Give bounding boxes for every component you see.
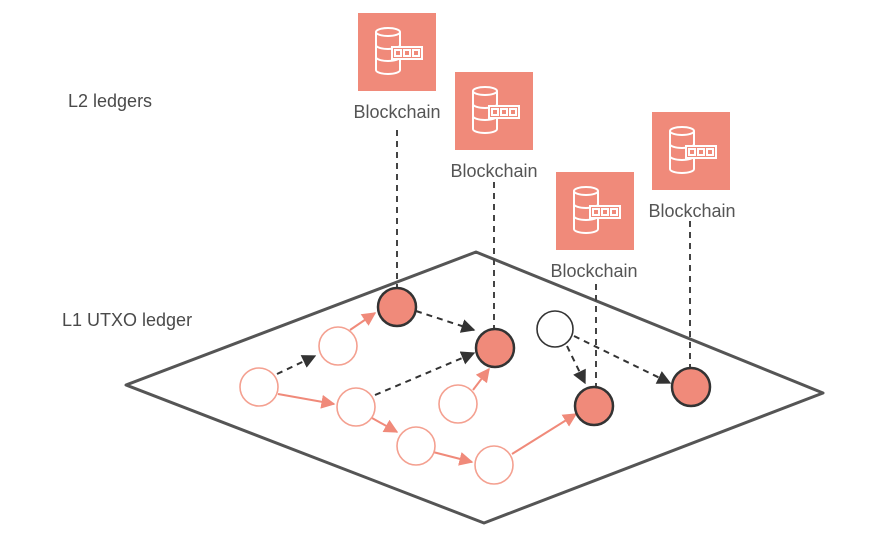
unspent-outputs [239,326,514,485]
anchored-outputs [376,286,712,427]
utxo-node-neutral [536,310,574,348]
solid-arrow-6 [511,413,578,455]
dashed-arrow-1 [276,355,317,375]
dashed-arrow-2 [415,310,476,333]
dashed-arrow-4 [566,345,586,385]
utxo-node [438,384,478,424]
utxo-node [239,367,279,407]
solid-arrow-1 [349,312,377,331]
l2-ledgers-label: L2 ledgers [68,91,152,111]
blockchain-1: Blockchain [353,13,441,122]
anchored-node-4 [670,366,712,408]
blockchain-4: Blockchain [648,112,736,221]
utxo-node [318,326,358,366]
anchored-node-2 [474,327,516,369]
solid-arrow-3 [371,417,399,433]
solid-arrow-5 [472,367,490,391]
database-icon [455,72,533,150]
blockchain-label: Blockchain [353,102,440,122]
solid-arrow-2 [277,393,336,409]
blockchain-label: Blockchain [450,161,537,181]
database-icon [652,112,730,190]
dashed-arrow-5 [573,335,672,384]
l1-utxo-ledger-label: L1 UTXO ledger [62,310,192,330]
blockchain-label: Blockchain [648,201,735,221]
blockchain-connectors [396,130,691,389]
anchored-node-1 [376,286,418,328]
dashed-arrow-3 [374,351,476,396]
solid-arrow-4 [432,451,474,466]
anchored-node-3 [573,385,615,427]
database-icon [358,13,436,91]
blockchain-label: Blockchain [550,261,637,281]
utxo-node [396,426,436,466]
l1-ledger-platform [124,250,825,525]
database-icon [556,172,634,250]
blockchain-2: Blockchain [450,72,538,181]
utxo-node [336,387,376,427]
utxo-node [474,445,514,485]
dashed-transfers [276,310,672,396]
solid-transfers [277,312,578,466]
blockchain-3: Blockchain [550,172,638,281]
